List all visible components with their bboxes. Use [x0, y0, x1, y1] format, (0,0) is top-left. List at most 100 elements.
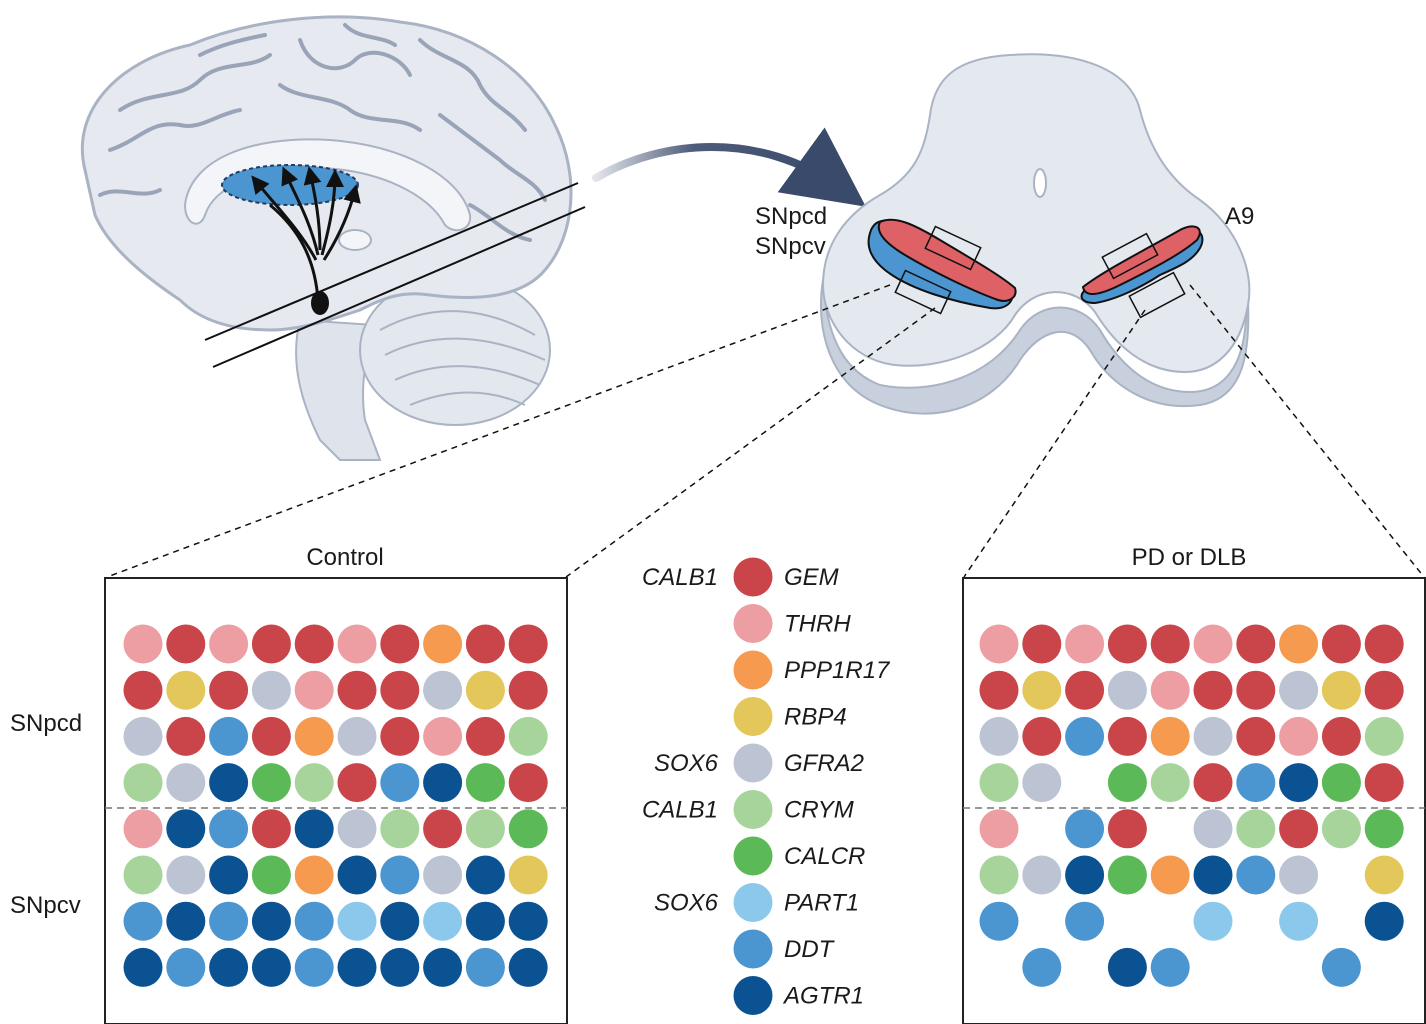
cell-dot-ppp1r17	[1150, 716, 1190, 756]
cell-dot-rbp4	[465, 670, 505, 710]
cell-dot-gem	[1150, 624, 1190, 664]
cell-dot-thrh	[337, 624, 377, 664]
cell-dot-gfra2	[1193, 809, 1233, 849]
cell-dot-crym	[979, 855, 1019, 895]
cell-dot-rbp4	[1022, 670, 1062, 710]
cell-dot-agtr1	[166, 809, 206, 849]
cell-dot-thrh	[979, 624, 1019, 664]
cell-dot-gfra2	[166, 855, 206, 895]
cell-dot-crym	[1321, 809, 1361, 849]
cell-dot-gem	[1236, 624, 1276, 664]
cell-dot-thrh	[1150, 670, 1190, 710]
cell-dot-gfra2	[1022, 855, 1062, 895]
cell-dot-ddt	[1022, 947, 1062, 987]
legend-swatch-part1	[733, 883, 773, 922]
cell-dot-gfra2	[123, 716, 163, 756]
cell-dot-gem	[1364, 763, 1404, 803]
cell-dot-ddt	[1150, 947, 1190, 987]
pd-title: PD or DLB	[1132, 544, 1247, 571]
cell-dot-ppp1r17	[294, 716, 334, 756]
cell-dot-gem	[1321, 716, 1361, 756]
cell-dot-calcr	[508, 809, 548, 849]
cell-dot-thrh	[123, 809, 163, 849]
sample-box-right-bottom	[1128, 271, 1186, 319]
row-label-snpcv: SNpcv	[10, 892, 81, 919]
cell-dot-agtr1	[465, 855, 505, 895]
cell-dot-thrh	[123, 624, 163, 664]
cell-dot-gfra2	[337, 716, 377, 756]
cell-dot-gem	[508, 624, 548, 664]
cell-dot-gem	[1107, 624, 1147, 664]
cell-dot-agtr1	[508, 947, 548, 987]
cell-dot-gem	[380, 670, 420, 710]
cell-dot-gfra2	[1022, 763, 1062, 803]
legend-gene-label: CALCR	[784, 843, 865, 870]
cell-dot-agtr1	[1364, 901, 1404, 941]
cell-dot-crym	[465, 809, 505, 849]
cell-dot-agtr1	[380, 901, 420, 941]
cell-dot-calcr	[251, 763, 291, 803]
cell-dot-ppp1r17	[294, 855, 334, 895]
legend-gene-label: CRYM	[784, 797, 854, 824]
cell-dot-gem	[337, 670, 377, 710]
cell-dot-ddt	[465, 947, 505, 987]
neuron-soma	[311, 291, 329, 315]
cell-dot-part1	[423, 901, 463, 941]
cell-dot-gem	[1236, 670, 1276, 710]
cell-dot-gem	[166, 624, 206, 664]
cell-dot-crym	[294, 763, 334, 803]
cell-dot-gem	[337, 763, 377, 803]
legend-gene-label: DDT	[784, 936, 836, 963]
cell-dot-gem	[251, 716, 291, 756]
cell-dot-ddt	[294, 947, 334, 987]
cell-dot-agtr1	[337, 947, 377, 987]
cell-dot-ppp1r17	[423, 624, 463, 664]
cell-dot-gem	[209, 670, 249, 710]
cell-dot-agtr1	[423, 947, 463, 987]
legend-gene-label: RBP4	[784, 704, 847, 731]
cell-dot-agtr1	[423, 763, 463, 803]
cell-dot-ddt	[380, 763, 420, 803]
sample-box-left-bottom	[894, 269, 952, 315]
cell-dot-ddt	[294, 901, 334, 941]
cell-dot-gem	[1279, 809, 1319, 849]
cell-dot-gem	[1193, 763, 1233, 803]
cell-dot-gem	[465, 716, 505, 756]
cell-dot-gfra2	[337, 809, 377, 849]
dopaminergic-neuron	[251, 166, 361, 301]
row-label-snpcd: SNpcd	[10, 710, 82, 737]
cell-dot-crym	[380, 809, 420, 849]
legend-swatch-ppp1r17	[733, 650, 773, 690]
legend-group-label: SOX6	[654, 750, 719, 777]
legend-swatch-rbp4	[733, 697, 773, 736]
aqueduct	[1033, 168, 1047, 198]
cell-dot-agtr1	[294, 809, 334, 849]
cell-dot-agtr1	[209, 855, 249, 895]
cell-dot-agtr1	[380, 947, 420, 987]
cell-dot-crym	[508, 716, 548, 756]
cell-dot-gfra2	[166, 763, 206, 803]
corpus-callosum	[183, 138, 472, 232]
sample-box-left-top	[924, 225, 982, 271]
cell-dot-agtr1	[123, 947, 163, 987]
gyri-lines	[98, 23, 547, 242]
sample-box-right-top	[1101, 232, 1159, 280]
cell-dot-crym	[1236, 809, 1276, 849]
cell-dot-crym	[123, 855, 163, 895]
control-title: Control	[306, 544, 383, 571]
cell-dot-rbp4	[1321, 670, 1361, 710]
cell-dot-crym	[979, 763, 1019, 803]
legend-gene-label: THRH	[784, 611, 851, 638]
legend-gene-label: PPP1R17	[784, 657, 891, 684]
cell-dot-agtr1	[465, 901, 505, 941]
label-a9: A9	[1225, 203, 1254, 230]
cell-dot-agtr1	[251, 901, 291, 941]
cell-dot-ddt	[166, 947, 206, 987]
cell-dot-crym	[1150, 763, 1190, 803]
cell-dot-thrh	[979, 809, 1019, 849]
cell-dot-calcr	[465, 763, 505, 803]
cell-dot-part1	[1279, 901, 1319, 941]
legend-swatch-calcr	[733, 836, 773, 876]
legend-gene-label: GEM	[784, 564, 839, 591]
